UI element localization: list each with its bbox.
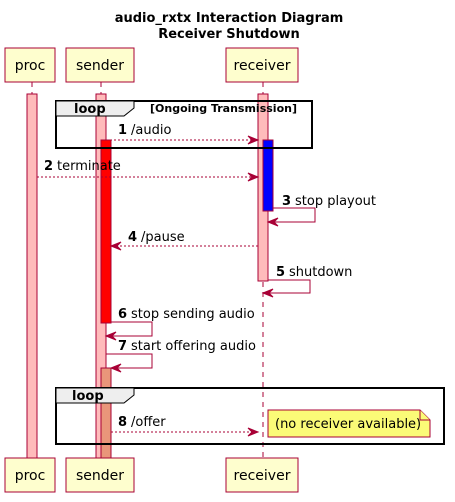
message-text: /offer (131, 415, 166, 430)
message-7: 7 start offering audio (106, 339, 256, 373)
message-number: 5 (276, 265, 285, 280)
participant-proc-top: proc (4, 47, 56, 83)
message-5: 5 shutdown (261, 265, 352, 298)
note-no-receiver: (no receiver available) (267, 409, 431, 438)
note-text: (no receiver available) (275, 417, 421, 432)
message-number: 1 (118, 123, 127, 138)
message-number: 3 (282, 194, 291, 209)
loop-condition: [Ongoing Transmission] (150, 102, 297, 115)
participant-receiver-top: receiver (225, 47, 299, 83)
message-8: 8 /offer (111, 415, 260, 437)
message-text: terminate (57, 159, 121, 174)
message-number: 2 (44, 159, 53, 174)
participant-sender-top: sender (65, 47, 135, 83)
message-text: shutdown (289, 265, 352, 280)
message-2: 2 terminate (37, 159, 260, 182)
message-number: 8 (118, 415, 127, 430)
message-6: 6 stop sending audio (104, 307, 255, 341)
participant-sender-bottom: sender (65, 457, 135, 493)
loop-frame-offer: loop (55, 387, 445, 445)
participant-proc-bottom: proc (4, 457, 56, 493)
diagram-title-line2: Receiver Shutdown (158, 27, 300, 42)
message-4: 4 /pause (109, 230, 258, 251)
participant-label: sender (76, 468, 124, 484)
loop-frame-ongoing: loop [Ongoing Transmission] (55, 100, 313, 149)
participant-receiver-bottom: receiver (225, 457, 299, 493)
activation-proc (26, 93, 38, 459)
message-text: /audio (131, 123, 171, 138)
diagram-title-line1: audio_rxtx Interaction Diagram (115, 11, 344, 26)
loop-label: loop (72, 389, 104, 404)
message-1: 1 /audio (106, 123, 260, 145)
message-number: 6 (118, 307, 127, 322)
activation-receiver-blue (262, 139, 274, 212)
message-3: 3 stop playout (266, 194, 376, 227)
message-text: stop playout (295, 194, 376, 209)
participant-label: receiver (234, 468, 291, 484)
participant-label: receiver (234, 58, 291, 74)
message-text: /pause (141, 230, 185, 245)
message-text: start offering audio (131, 339, 256, 354)
loop-label: loop (74, 102, 106, 117)
participant-label: sender (76, 58, 124, 74)
participant-label: proc (15, 468, 46, 484)
message-number: 7 (118, 339, 127, 354)
message-number: 4 (128, 230, 137, 245)
message-text: stop sending audio (131, 307, 255, 322)
participant-label: proc (15, 58, 46, 74)
